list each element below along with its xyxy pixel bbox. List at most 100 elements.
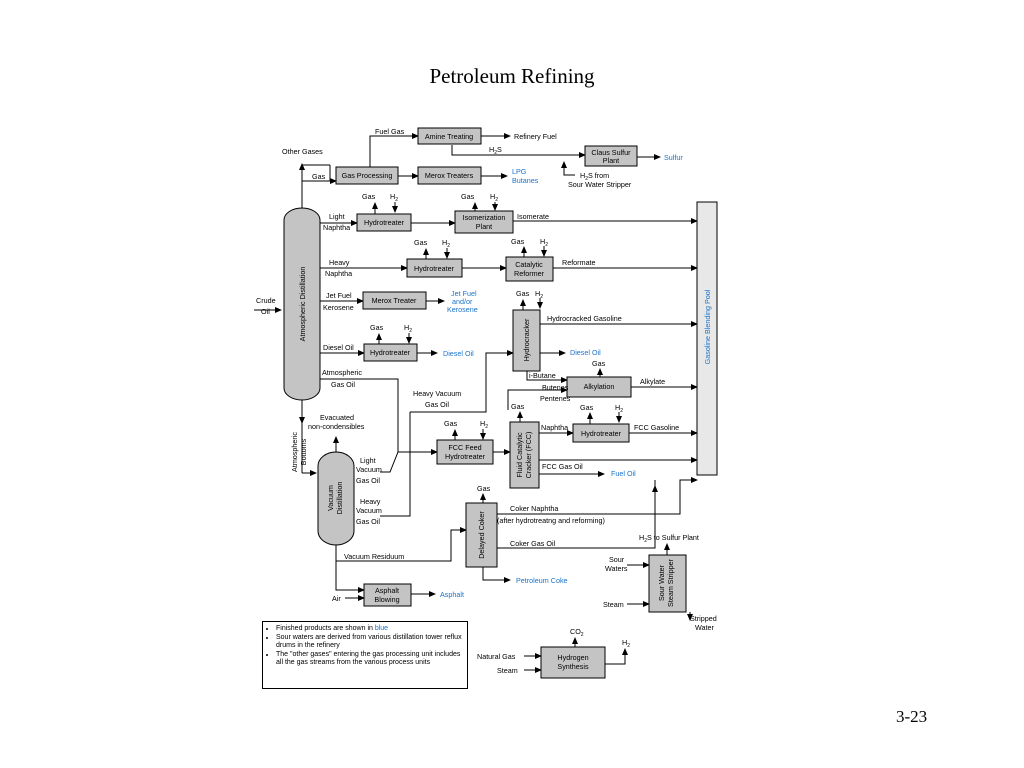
alkylation-unit (566, 376, 632, 398)
diesel-oil-product-hydrocracker: Diesel Oil (570, 348, 601, 357)
heavy-vacuum-label-3: Gas Oil (356, 517, 380, 526)
isomerization-plant-unit (454, 210, 514, 234)
kerosene-stream-label: Kerosene (323, 303, 354, 312)
natural-gas-label: Natural Gas (477, 652, 516, 661)
fcc-gasoline-label: FCC Gasoline (634, 423, 679, 432)
coker-naphtha-label: Coker Naphtha (510, 504, 558, 513)
h2s-label-amine: H2S (489, 145, 502, 156)
petroleum-coke-product: Petroleum Coke (516, 576, 568, 585)
isomerate-label: Isomerate (517, 212, 549, 221)
gasoline-blending-pool (696, 201, 718, 476)
hydrotreater-label-4: Hydrotreater (581, 429, 622, 438)
heavy-vacuum-label-2: Vacuum (356, 506, 382, 515)
diesel-oil-stream-label: Diesel Oil (323, 343, 354, 352)
hydrogen-synthesis-unit (540, 646, 606, 679)
atmospheric-distillation-column (283, 207, 321, 401)
jet-fuel-product-1: Jet Fuel (451, 289, 477, 298)
atm-bottoms-label-1: Atmospheric (290, 432, 299, 472)
hydrotreater-light-naphtha-unit (356, 213, 412, 232)
vacuum-label-1: Vacuum (326, 485, 335, 511)
butanes-product: Butanes (512, 176, 539, 185)
steam-label-stripper: Steam (603, 600, 624, 609)
gas-label-processing: Gas (312, 172, 326, 181)
reformate-label: Reformate (562, 258, 596, 267)
pentenes-label: Pentenes (540, 394, 571, 403)
fcc-label-1: Fluid Catalytic (515, 432, 524, 478)
vacuum-residuum-label: Vacuum Residuum (344, 552, 404, 561)
unit-labels: Amine Treating Gas Processing Merox Trea… (298, 132, 712, 671)
water-label: Water (695, 623, 715, 632)
gasoline-pool-label: Gasoline Blending Pool (703, 289, 712, 364)
fcc-feed-label-2: Hydrotreater (445, 452, 486, 461)
h2-label-synthesis: H2 (622, 638, 630, 649)
coker-gas-oil-label: Coker Gas Oil (510, 539, 556, 548)
h2-label-fcc-feed: H2 (480, 419, 488, 430)
jet-fuel-stream-label: Jet Fuel (326, 291, 352, 300)
sour-water-stripper-unit (648, 554, 687, 613)
stripped-label: Stripped (690, 614, 717, 623)
vacuum-distillation-column (317, 451, 355, 546)
light-vacuum-label-1: Light (360, 456, 376, 465)
merox-treater-label: Merox Treater (372, 296, 417, 305)
light-label: Light (329, 212, 345, 221)
isomerization-label-1: Isomerization (463, 213, 506, 222)
sulfur-product: Sulfur (664, 153, 683, 162)
heavy-label: Heavy (329, 258, 350, 267)
merox-treater-kerosene-unit (362, 291, 427, 310)
asphalt-blowing-unit (363, 583, 412, 607)
gas-label-fcc: Gas (511, 402, 525, 411)
process-units (283, 127, 718, 679)
hydrotreater-label-2: Hydrotreater (414, 264, 455, 273)
heavy-vacuum-label-1: Heavy (360, 497, 381, 506)
jet-fuel-product-2: and/or (452, 297, 473, 306)
claus-sulfur-plant-unit (584, 145, 638, 167)
hydrotreater-heavy-naphtha-unit (406, 258, 463, 278)
alkylation-label: Alkylation (584, 382, 615, 391)
jet-fuel-product-3: Kerosene (447, 305, 478, 314)
crude-label: Crude (256, 296, 276, 305)
vacuum-label-2: Distillation (335, 482, 344, 515)
gas-label-alky: Gas (592, 359, 606, 368)
gas-processing-unit (335, 166, 399, 185)
sour-label: Sour (609, 555, 625, 564)
merox-treaters-unit (417, 166, 482, 185)
hydrotreater-diesel-unit (363, 343, 418, 362)
fcc-feed-label-1: FCC Feed (448, 443, 481, 452)
isomerization-label-2: Plant (476, 222, 492, 231)
asphalt-label-2: Blowing (374, 595, 399, 604)
gas-label-reformer: Gas (511, 237, 525, 246)
atm-bottoms-label-2: Bottoms (299, 438, 308, 465)
sour-water-label-1: Sour Water (657, 564, 666, 601)
h2-label-ht3: H2 (404, 323, 412, 334)
note-sour-waters: Sour waters are derived from various dis… (276, 634, 463, 651)
gas-label-hydrocracker: Gas (516, 289, 530, 298)
hydrotreater-label-1: Hydrotreater (364, 218, 405, 227)
stream-labels: Fuel Gas Refinery Fuel Other Gases Gas H… (256, 127, 717, 675)
gas-label-ht3: Gas (370, 323, 384, 332)
merox-treaters-label: Merox Treaters (425, 171, 474, 180)
gas-processing-label: Gas Processing (342, 171, 393, 180)
note-other-gases: The "other gases" entering the gas proce… (276, 651, 463, 668)
light-vacuum-label-3: Gas Oil (356, 476, 380, 485)
sour-water-stripper-source-label: Sour Water Stripper (568, 180, 632, 189)
butenes-label: Butenes (542, 383, 569, 392)
flow-lines (254, 133, 698, 673)
delayed-coker-unit (465, 502, 498, 568)
hydrogen-label-1: Hydrogen (557, 653, 588, 662)
asphalt-label-1: Asphalt (375, 586, 399, 595)
naphtha-label-heavy: Naphtha (325, 269, 352, 278)
gas-label-isom: Gas (461, 192, 475, 201)
note-finished-products: Finished products are shown in blue (276, 625, 463, 634)
gas-label-ht1: Gas (362, 192, 376, 201)
reformer-label-2: Reformer (514, 269, 545, 278)
steam-label-synthesis: Steam (497, 666, 518, 675)
alkylate-label: Alkylate (640, 377, 665, 386)
lpg-product: LPG (512, 167, 527, 176)
diesel-oil-product: Diesel Oil (443, 349, 474, 358)
delayed-coker-label: Delayed Coker (477, 511, 486, 559)
hydrotreater-label-3: Hydrotreater (370, 348, 411, 357)
h2-label-isom: H2 (490, 192, 498, 203)
refinery-fuel-label: Refinery Fuel (514, 132, 557, 141)
i-butane-label: i-Butane (529, 371, 556, 380)
